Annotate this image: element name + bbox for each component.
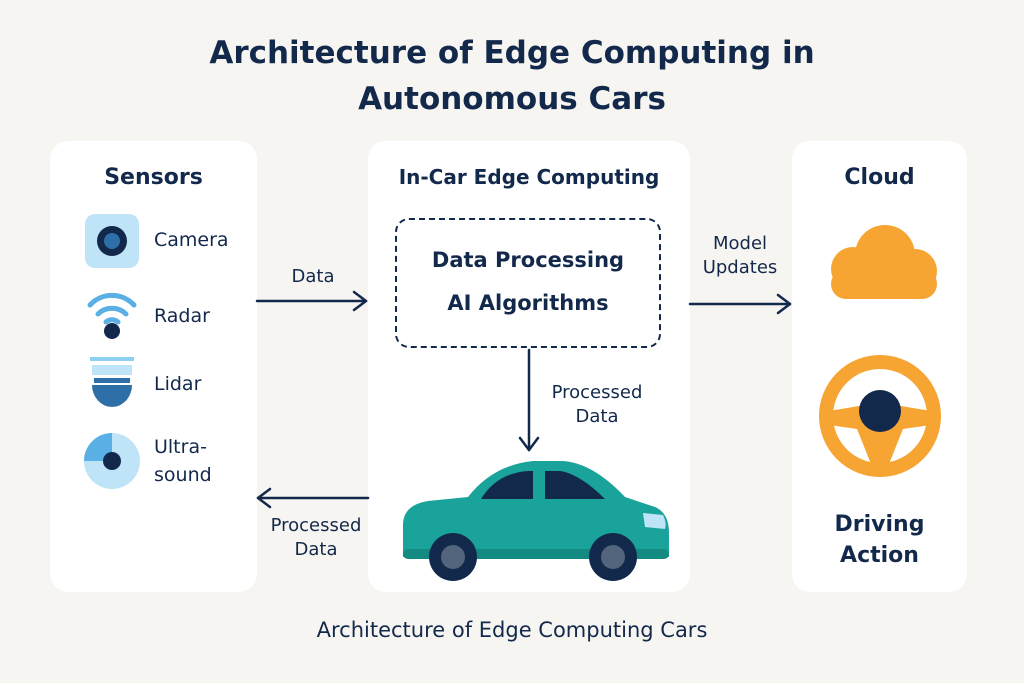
- edge-computing-panel: In-Car Edge Computing Data Processing AI…: [368, 141, 690, 592]
- sensor-lidar: Lidar: [82, 355, 262, 415]
- return-processed-data-label: Processed Data: [250, 514, 382, 562]
- diagram-title: Architecture of Edge Computing in Autono…: [0, 30, 1024, 122]
- radar-icon: [87, 292, 137, 339]
- sensors-to-edge-arrow: [255, 290, 368, 312]
- steering-wheel-icon: [819, 355, 941, 477]
- processed-data-line-2: Data: [575, 406, 619, 427]
- processing-line-1: Data Processing: [431, 248, 625, 272]
- model-updates-line-1: Model: [712, 233, 768, 254]
- sensor-ultrasound: Ultra- sound: [82, 431, 262, 491]
- processing-box: Data Processing AI Algorithms: [395, 218, 661, 348]
- model-updates-line-2: Updates: [702, 257, 778, 278]
- diagram-caption: Architecture of Edge Computing Cars: [316, 618, 708, 642]
- processed-data-line-1: Processed: [551, 382, 643, 403]
- processing-line-2: AI Algorithms: [447, 291, 609, 315]
- processed-data-label: Processed Data: [532, 381, 662, 429]
- cloud-title: Cloud: [844, 165, 915, 190]
- sensor-camera: Camera: [82, 211, 262, 271]
- sensors-panel: Sensors Camera Radar Lidar: [50, 141, 257, 592]
- cloud-panel: Cloud Driving Action: [792, 141, 967, 592]
- car-icon: [403, 461, 669, 581]
- edge-to-cloud-arrow: [688, 293, 792, 315]
- title-line-2: Autonomous Cars: [358, 81, 666, 117]
- ultrasound-icon: [84, 433, 140, 489]
- ultrasound-line-2: sound: [154, 464, 212, 486]
- cloud-icon: [831, 225, 937, 299]
- driving-action-line-2: Action: [840, 543, 919, 568]
- car-to-sensors-arrow: [256, 487, 370, 509]
- driving-action-label: Driving Action: [792, 509, 967, 571]
- model-updates-label: Model Updates: [690, 232, 790, 280]
- camera-icon: [85, 214, 139, 268]
- sensor-label-ultrasound: Ultra- sound: [154, 433, 212, 489]
- driving-action-line-1: Driving: [834, 512, 925, 537]
- edge-title: In-Car Edge Computing: [398, 165, 660, 189]
- title-line-1: Architecture of Edge Computing in: [209, 35, 815, 71]
- sensor-radar: Radar: [82, 285, 262, 345]
- ultrasound-line-1: Ultra-: [154, 436, 207, 458]
- sensor-label-lidar: Lidar: [154, 373, 202, 395]
- return-data-line-2: Data: [294, 539, 338, 560]
- sensor-label-camera: Camera: [154, 229, 229, 251]
- lidar-icon: [90, 357, 134, 407]
- data-flow-label: Data: [291, 266, 335, 287]
- return-data-line-1: Processed: [270, 515, 362, 536]
- sensor-label-radar: Radar: [154, 305, 210, 327]
- sensors-title: Sensors: [104, 165, 203, 190]
